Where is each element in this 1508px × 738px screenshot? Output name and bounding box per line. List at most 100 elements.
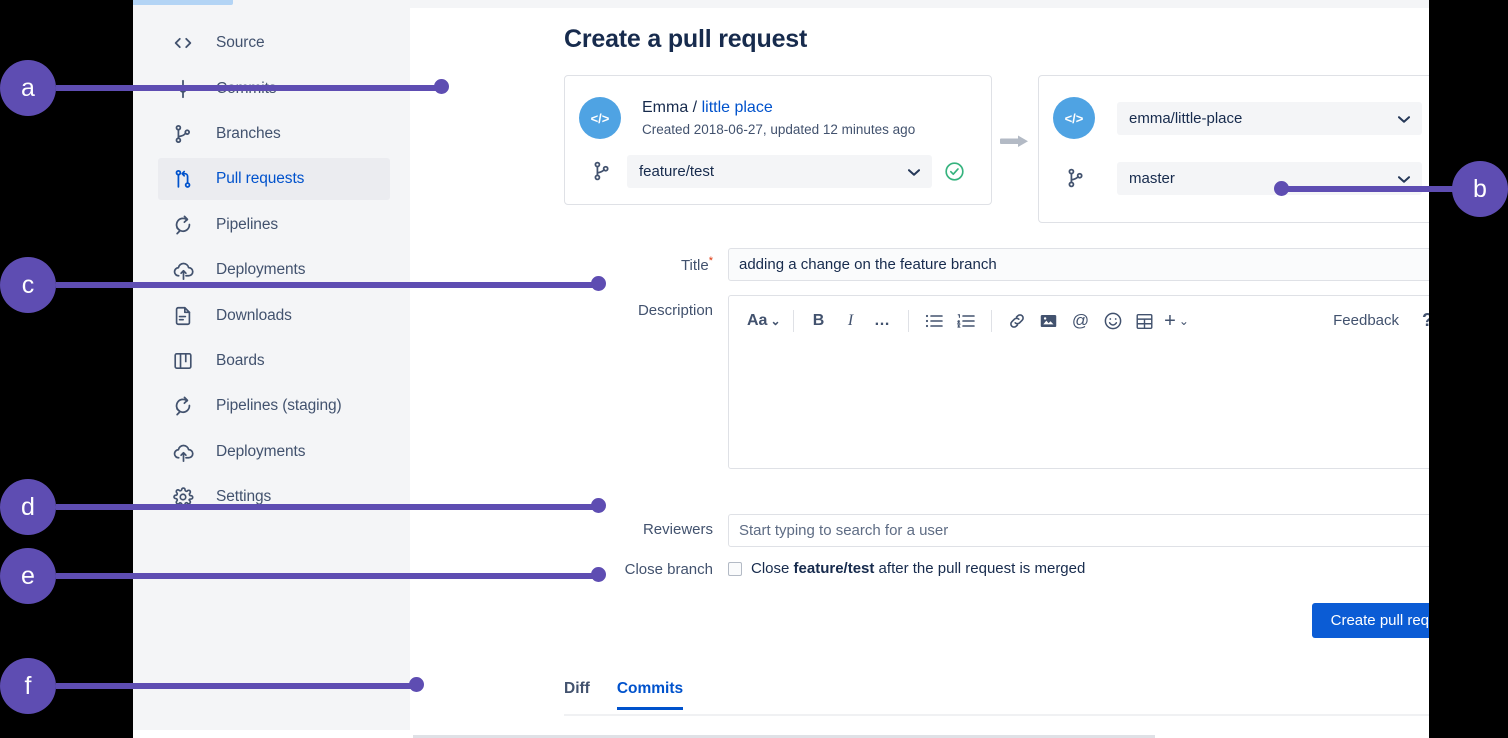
description-label: Description xyxy=(637,302,713,319)
dest-repo-select[interactable]: emma/little-place xyxy=(1117,102,1422,135)
help-icon[interactable]: ? xyxy=(1422,310,1429,331)
more-formatting-button[interactable]: … xyxy=(874,312,892,329)
source-branch-check-circle-icon xyxy=(944,161,964,181)
source-repo-link[interactable]: little place xyxy=(701,99,773,116)
source-repo-title: Emma / little place xyxy=(642,99,773,117)
close-branch-text: Close feature/test after the pull reques… xyxy=(751,560,1085,577)
scrollbar-gutter xyxy=(1155,727,1429,738)
image-icon[interactable] xyxy=(1036,307,1062,335)
document-icon xyxy=(171,304,195,328)
annotation-marker-e: e xyxy=(0,548,56,604)
annotation-line-f xyxy=(56,683,416,689)
annotation-line-b xyxy=(1281,186,1456,192)
sidebar-item-pull-requests[interactable]: Pull requests xyxy=(158,158,390,200)
annotation-marker-a: a xyxy=(0,60,56,116)
tab-diff[interactable]: Diff xyxy=(564,680,590,697)
chevron-down-icon: ⌄ xyxy=(1178,314,1189,328)
annotation-marker-b: b xyxy=(1452,161,1508,217)
title-value: adding a change on the feature branch xyxy=(739,256,997,273)
emoji-icon[interactable] xyxy=(1100,307,1126,335)
close-branch-suffix: after the pull request is merged xyxy=(874,560,1086,577)
board-icon xyxy=(171,349,195,373)
sidebar-item-settings[interactable]: Settings xyxy=(158,476,390,518)
create-pull-request-button[interactable]: Create pull request xyxy=(1312,603,1429,638)
description-toolbar: Aa⌄ B I … xyxy=(729,296,1429,346)
pipeline-icon xyxy=(171,213,195,237)
deployments-cloud-icon xyxy=(171,440,195,464)
sidebar-item-label: Source xyxy=(216,34,265,51)
sidebar: SourceCommitsBranchesPull requestsPipeli… xyxy=(133,8,410,730)
reviewers-placeholder: Start typing to search for a user xyxy=(739,522,949,539)
insert-more-button[interactable]: +⌄ xyxy=(1164,307,1190,335)
branch-icon xyxy=(171,122,195,146)
source-repo-avatar-icon: </> xyxy=(579,97,621,139)
sidebar-item-deployments[interactable]: Deployments xyxy=(158,431,390,473)
annotation-dot-c xyxy=(591,276,606,291)
italic-button[interactable]: I xyxy=(847,312,854,329)
chevron-down-icon: ⌄ xyxy=(770,314,781,328)
sidebar-item-pipelines-staging[interactable]: Pipelines (staging) xyxy=(158,385,390,427)
feedback-link[interactable]: Feedback xyxy=(1333,312,1399,329)
sidebar-item-pipelines[interactable]: Pipelines xyxy=(158,204,390,246)
description-editor[interactable]: Aa⌄ B I … xyxy=(728,295,1429,469)
close-branch-checkbox[interactable] xyxy=(728,561,742,576)
bullet-list-icon[interactable] xyxy=(921,307,947,335)
toolbar-divider xyxy=(990,310,992,332)
sidebar-item-boards[interactable]: Boards xyxy=(158,340,390,382)
page-title: Create a pull request xyxy=(564,24,808,53)
close-branch-row[interactable]: Close feature/test after the pull reques… xyxy=(728,560,1085,577)
dest-branch-icon xyxy=(1065,166,1087,190)
top-strip-right xyxy=(410,0,1429,8)
sidebar-item-downloads[interactable]: Downloads xyxy=(158,295,390,337)
dest-repo-avatar-icon: </> xyxy=(1053,97,1095,139)
annotation-marker-f: f xyxy=(0,658,56,714)
dest-repo-value: emma/little-place xyxy=(1129,110,1243,127)
deployments-cloud-icon xyxy=(171,258,195,282)
annotation-marker-c: c xyxy=(0,257,56,313)
annotation-line-d xyxy=(56,504,598,510)
annotation-dot-d xyxy=(591,498,606,513)
annotation-marker-d: d xyxy=(0,479,56,535)
sidebar-item-label: Boards xyxy=(216,352,265,369)
annotation-line-c xyxy=(56,282,598,288)
sidebar-item-label: Pipelines (staging) xyxy=(216,397,342,414)
sidebar-item-label: Deployments xyxy=(216,443,306,460)
source-repo-owner: Emma / xyxy=(642,99,698,116)
mention-icon[interactable]: @ xyxy=(1071,311,1090,330)
annotation-dot-b xyxy=(1274,181,1289,196)
dest-branch-select[interactable]: master xyxy=(1117,162,1422,195)
source-branch-select[interactable]: feature/test xyxy=(627,155,932,188)
sidebar-item-deployments[interactable]: Deployments xyxy=(158,249,390,291)
numbered-list-icon[interactable] xyxy=(953,307,979,335)
source-branch-panel: </> Emma / little place Created 2018-06-… xyxy=(564,75,992,205)
horizontal-scrollbar[interactable] xyxy=(413,735,1429,738)
chevron-down-icon xyxy=(1398,110,1410,127)
source-branch-icon xyxy=(591,159,613,183)
font-style-button[interactable]: Aa⌄ xyxy=(747,307,781,335)
tab-commits[interactable]: Commits xyxy=(617,680,683,710)
title-label-text: Title xyxy=(680,257,709,274)
reviewers-input[interactable]: Start typing to search for a user xyxy=(728,514,1429,547)
close-branch-name: feature/test xyxy=(793,560,875,577)
title-input[interactable]: adding a change on the feature branch xyxy=(728,248,1429,281)
sidebar-item-source[interactable]: Source xyxy=(158,22,390,64)
title-label: Title* xyxy=(588,255,713,274)
reviewers-label: Reviewers xyxy=(642,521,713,538)
destination-branch-panel: </> emma/little-place master xyxy=(1038,75,1429,223)
sidebar-item-branches[interactable]: Branches xyxy=(158,113,390,155)
font-style-label: Aa xyxy=(747,312,768,329)
pull-request-icon xyxy=(171,167,195,191)
plus-icon: + xyxy=(1164,309,1176,332)
top-tab-hint xyxy=(133,0,233,5)
code-icon xyxy=(171,31,195,55)
table-icon[interactable] xyxy=(1132,307,1158,335)
close-branch-prefix: Close xyxy=(751,560,794,577)
chevron-down-icon xyxy=(1398,170,1410,187)
annotation-line-a xyxy=(56,85,441,91)
toolbar-divider xyxy=(792,310,794,332)
source-branch-value: feature/test xyxy=(639,163,715,180)
bold-button[interactable]: B xyxy=(812,312,825,329)
sidebar-item-label: Pipelines xyxy=(216,216,279,233)
link-icon[interactable] xyxy=(1004,307,1030,335)
